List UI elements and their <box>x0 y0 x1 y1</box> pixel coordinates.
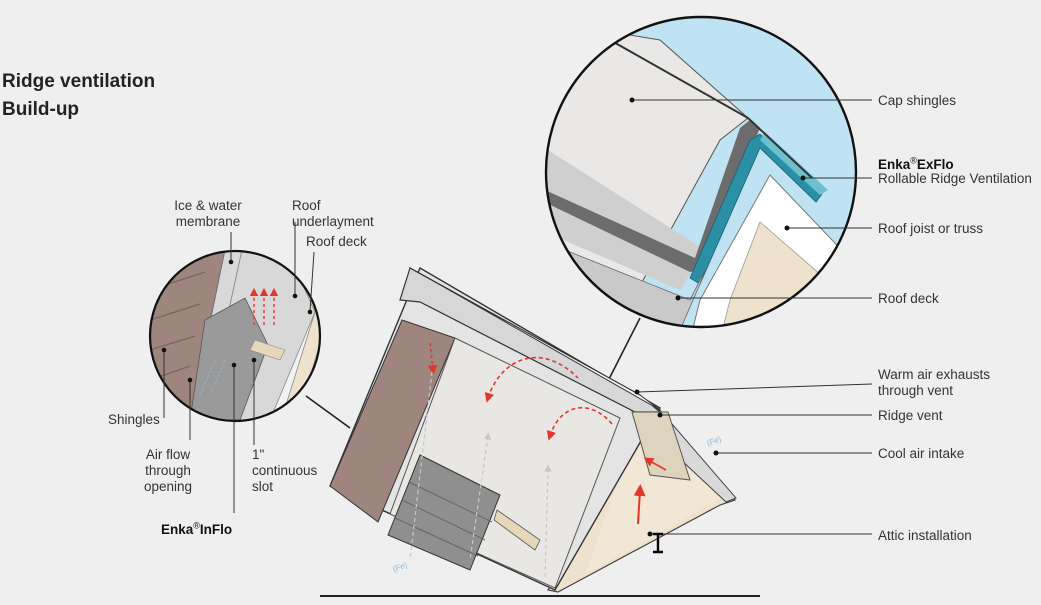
underlayment-line-1: Roof <box>292 198 321 213</box>
slot-line-1: 1" <box>252 447 265 462</box>
label-warm-air: Warm air exhausts through vent <box>878 367 990 399</box>
label-roof-joist: Roof joist or truss <box>878 221 984 236</box>
label-exflo-description: Rollable Ridge Ventilation <box>878 171 1032 186</box>
magnifier-ridge-detail <box>546 17 856 327</box>
title-line-1: Ridge ventilation <box>2 71 156 92</box>
label-cool-air: Cool air intake <box>878 446 965 461</box>
inflo-brand-name: Enka®InFlo <box>161 520 233 537</box>
connector-right <box>605 317 641 386</box>
warm-air-line-2: through vent <box>878 383 954 398</box>
label-air-flow: Air flow through opening <box>132 447 204 495</box>
leader-dots-right <box>629 97 806 537</box>
label-inflo: Enka®InFlo <box>161 517 232 538</box>
house-illustration <box>320 266 760 597</box>
warm-air-line-1: Warm air exhausts <box>878 367 991 382</box>
underlayment-line-2: underlayment <box>292 214 374 229</box>
leader-lines-right <box>632 99 873 535</box>
label-roof-deck-right: Roof deck <box>878 291 939 306</box>
leader-dots-left <box>161 259 313 383</box>
airflow-line-2: through <box>145 463 191 478</box>
leader-lines-left <box>163 222 315 513</box>
label-roof-underlayment: Roof underlayment <box>292 198 374 230</box>
connector-left <box>305 395 351 429</box>
airflow-line-3: opening <box>143 479 193 494</box>
page-title: Ridge ventilation Build-up <box>2 68 155 124</box>
title-line-2: Build-up <box>2 99 80 120</box>
airflow-line-1: Air flow <box>145 447 191 462</box>
label-continuous-slot: 1" continuous slot <box>252 447 317 495</box>
label-attic: Attic installation <box>878 528 972 543</box>
label-shingles: Shingles <box>108 412 160 427</box>
exflo-brand-name: Enka®ExFlo <box>878 155 954 172</box>
label-roof-deck-left: Roof deck <box>306 234 367 249</box>
small-tag-a: (Fe) <box>706 434 723 448</box>
label-cap-shingles: Cap shingles <box>878 93 957 108</box>
ice-water-line-2: membrane <box>175 214 241 229</box>
slot-line-3: slot <box>252 479 274 494</box>
slot-line-2: continuous <box>252 463 318 478</box>
label-exflo: Enka®ExFlo <box>878 152 954 173</box>
small-tag-b: (Fe) <box>392 560 409 574</box>
label-ridge-vent: Ridge vent <box>878 408 943 423</box>
label-ice-water-membrane: Ice & water membrane <box>160 198 256 230</box>
ice-water-line-1: Ice & water <box>174 198 242 213</box>
text-cursor-icon <box>653 532 663 554</box>
magnifier-eave-detail <box>150 251 320 421</box>
